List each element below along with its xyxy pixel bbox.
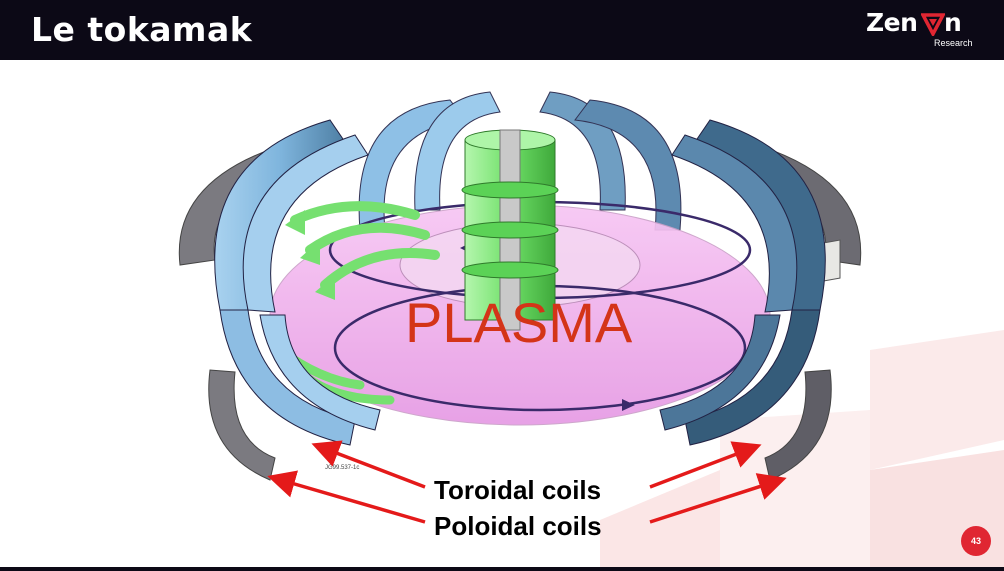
logo-text-right: n	[944, 8, 962, 37]
central-solenoid	[461, 129, 559, 331]
logo-subtitle: Research	[934, 38, 973, 48]
footer-line	[0, 567, 1004, 571]
plasma-label: PLASMA	[405, 291, 633, 354]
toroidal-coils-front-left	[214, 119, 381, 446]
brand-logo: Zen n Research	[866, 8, 976, 56]
figure-id: JG99.537-1c	[325, 465, 360, 471]
toroidal-coils-front-right	[659, 119, 826, 446]
logo-text-left: Zen	[866, 8, 918, 37]
slide-header	[0, 0, 1004, 60]
logo-triangle-icon	[921, 13, 945, 36]
slide-title: Le tokamak	[31, 10, 253, 49]
poloidal-coils-label: Poloidal coils	[434, 511, 602, 541]
toroidal-coils-back	[358, 91, 682, 231]
tokamak-diagram	[178, 91, 862, 481]
page-number-badge: 43	[961, 526, 991, 556]
toroidal-coils-label: Toroidal coils	[434, 475, 602, 505]
